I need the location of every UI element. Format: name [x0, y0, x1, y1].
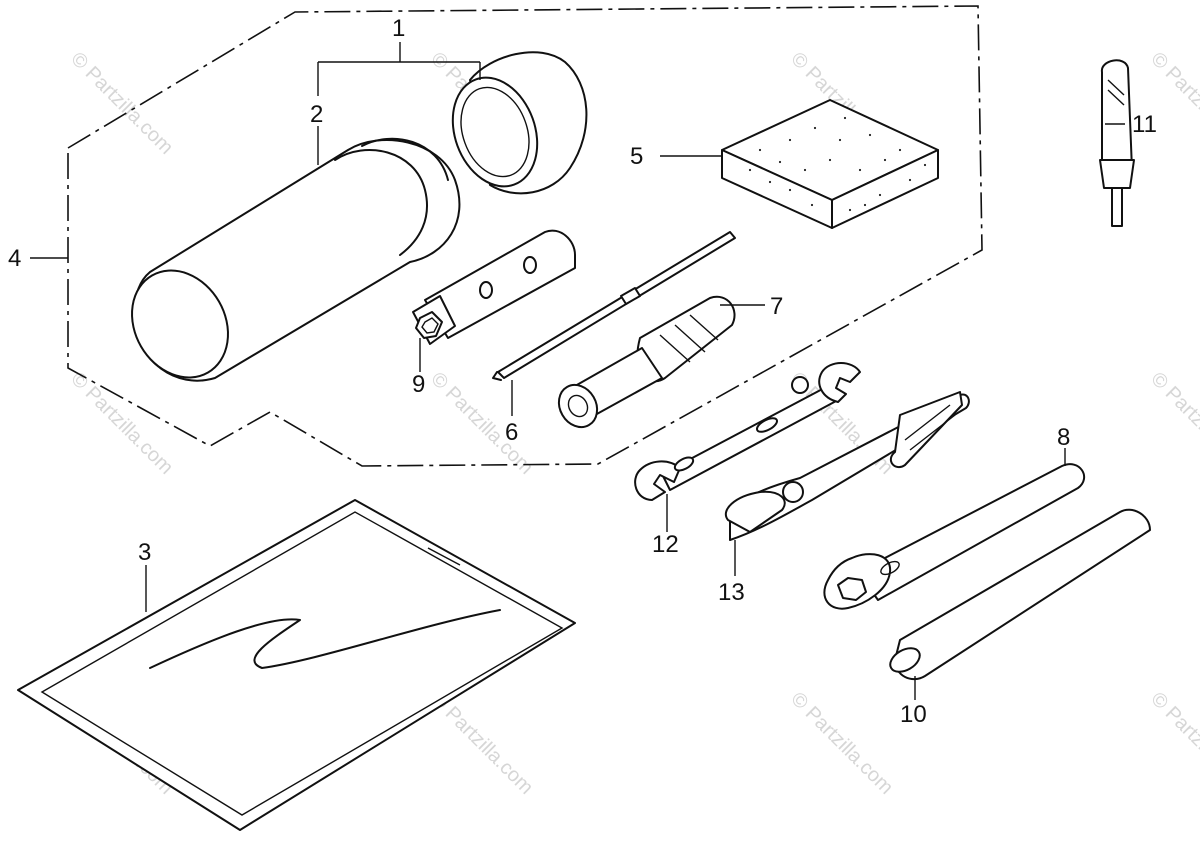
callout-9: 9 — [412, 371, 425, 398]
pliers — [725, 391, 970, 541]
handle-bar — [889, 508, 1151, 681]
watermark: © Partzilla.com — [66, 48, 177, 159]
tool-kit-boundary — [67, 5, 983, 467]
open-end-wrench — [634, 362, 861, 501]
tool-case-cap — [451, 51, 588, 195]
callout-2: 2 — [310, 101, 323, 128]
tool-case-tube — [131, 137, 461, 382]
watermark: © Partzilla.com — [66, 368, 177, 479]
callout-10: 10 — [900, 701, 927, 728]
sponge-block — [721, 99, 939, 229]
watermark: © Partzilla.com — [1146, 688, 1200, 799]
tool-bag — [17, 499, 576, 831]
callout-3: 3 — [138, 539, 151, 566]
leader-lines — [30, 42, 1125, 700]
screwdriver-bit — [492, 231, 736, 381]
callout-7: 7 — [770, 293, 783, 320]
screwdriver-handle — [557, 295, 736, 429]
callout-8: 8 — [1057, 424, 1070, 451]
watermark: © Partzilla.com — [426, 368, 537, 479]
callout-12: 12 — [652, 531, 679, 558]
callout-13: 13 — [718, 579, 745, 606]
callout-1: 1 — [392, 15, 405, 42]
watermark: © Partzilla.com — [1146, 48, 1200, 159]
watermark: © Partzilla.com — [1146, 368, 1200, 479]
callouts: 1 2 3 4 5 6 7 8 9 10 11 12 13 — [8, 15, 1157, 728]
callout-6: 6 — [505, 419, 518, 446]
callout-5: 5 — [630, 143, 643, 170]
callout-4: 4 — [8, 245, 21, 272]
box-wrench — [823, 463, 1085, 610]
plug-wrench — [412, 229, 576, 345]
small-screwdriver — [1099, 59, 1135, 227]
watermark: © Partzilla.com — [786, 688, 897, 799]
callout-11: 11 — [1132, 111, 1157, 138]
